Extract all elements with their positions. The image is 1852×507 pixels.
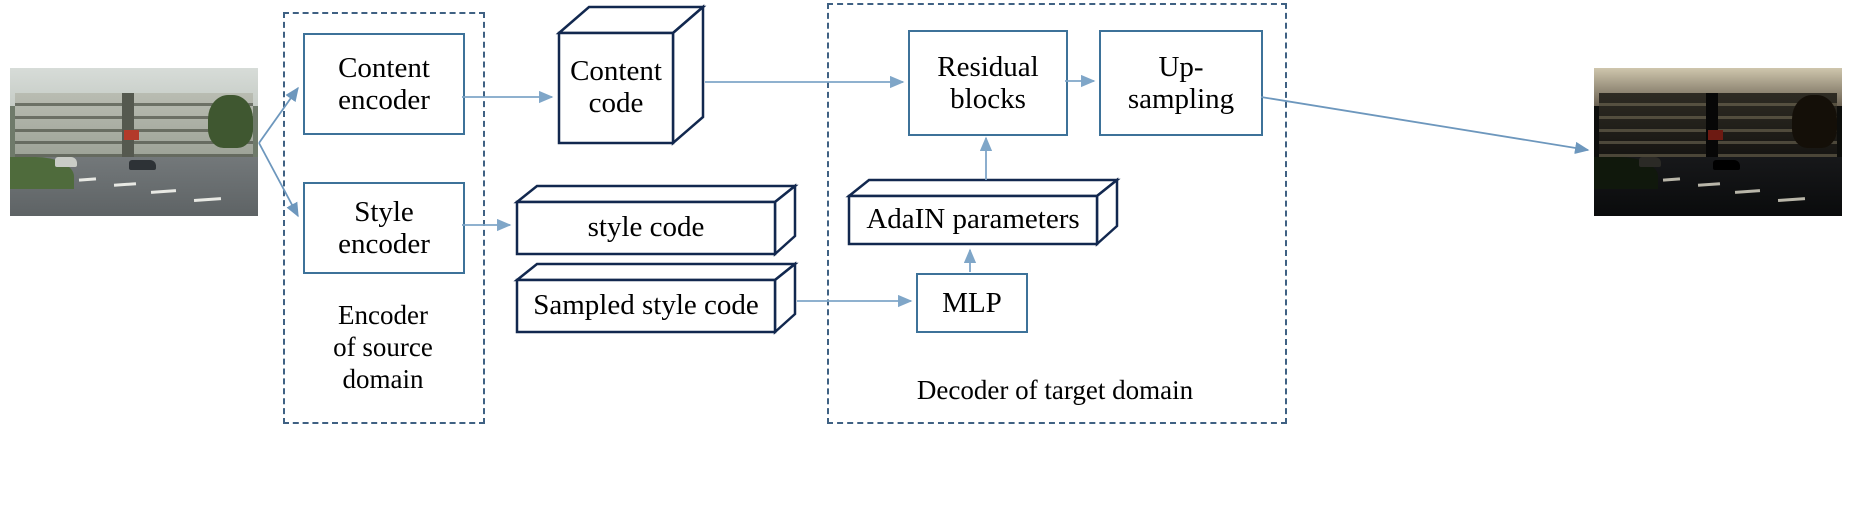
mlp-label: MLP bbox=[942, 286, 1002, 319]
target-domain-image bbox=[1594, 68, 1842, 216]
content-code-label-line1: Content bbox=[570, 55, 662, 88]
edge-up-sampling-to-target-image bbox=[1260, 96, 1590, 154]
sampled-style-code-slab-shape bbox=[513, 261, 799, 335]
style-encoder-box[interactable]: Style encoder bbox=[303, 182, 465, 274]
sampled-style-code-slab[interactable]: Sampled style code bbox=[513, 261, 799, 335]
adain-parameters-slab[interactable]: AdaIN parameters bbox=[845, 177, 1121, 247]
building-pillar bbox=[122, 93, 134, 165]
car-light bbox=[54, 156, 77, 168]
car-dark bbox=[1713, 159, 1741, 171]
group-decoder-label: Decoder of target domain bbox=[840, 375, 1270, 407]
source-domain-image bbox=[10, 68, 258, 216]
residual-blocks-label-line2: blocks bbox=[950, 83, 1026, 115]
car-light bbox=[1638, 156, 1661, 168]
content-code-cube[interactable]: Content code bbox=[555, 4, 707, 146]
style-encoder-label-line2: encoder bbox=[338, 228, 430, 260]
content-encoder-box[interactable]: Content encoder bbox=[303, 33, 465, 135]
content-encoder-label-line2: encoder bbox=[338, 84, 430, 116]
group-encoder-source-domain bbox=[283, 12, 485, 424]
group-encoder-label-line2: of source bbox=[333, 331, 433, 362]
content-code-label-line2: code bbox=[588, 87, 644, 119]
mlp-box[interactable]: MLP bbox=[916, 273, 1028, 333]
car-dark bbox=[129, 159, 157, 171]
residual-blocks-box[interactable]: Residual blocks bbox=[908, 30, 1068, 136]
up-sampling-label-line1: Up- bbox=[1158, 50, 1204, 83]
group-encoder-label-line3: domain bbox=[342, 363, 424, 394]
style-code-label: style code bbox=[587, 211, 705, 244]
up-sampling-box[interactable]: Up- sampling bbox=[1099, 30, 1263, 136]
building-pillar bbox=[1706, 93, 1718, 165]
red-sign bbox=[124, 130, 139, 141]
group-encoder-label: Encoder of source domain bbox=[290, 300, 476, 396]
style-code-slab-shape bbox=[513, 183, 799, 257]
content-code-cube-shape bbox=[555, 4, 707, 146]
sampled-style-code-label: Sampled style code bbox=[533, 289, 759, 322]
content-encoder-label-line1: Content bbox=[338, 51, 430, 84]
adain-parameters-slab-shape bbox=[845, 177, 1121, 247]
tree bbox=[1792, 94, 1838, 148]
residual-blocks-label-line1: Residual bbox=[937, 50, 1039, 83]
group-decoder-target-domain bbox=[827, 3, 1287, 424]
red-sign bbox=[1708, 130, 1723, 141]
tree bbox=[208, 94, 254, 148]
adain-parameters-label: AdaIN parameters bbox=[866, 203, 1080, 236]
up-sampling-label-line2: sampling bbox=[1127, 83, 1235, 115]
style-encoder-label-line1: Style bbox=[354, 195, 414, 228]
group-decoder-label-line1: Decoder of target domain bbox=[916, 375, 1194, 405]
group-encoder-label-line1: Encoder bbox=[338, 300, 428, 330]
style-code-slab[interactable]: style code bbox=[513, 183, 799, 257]
